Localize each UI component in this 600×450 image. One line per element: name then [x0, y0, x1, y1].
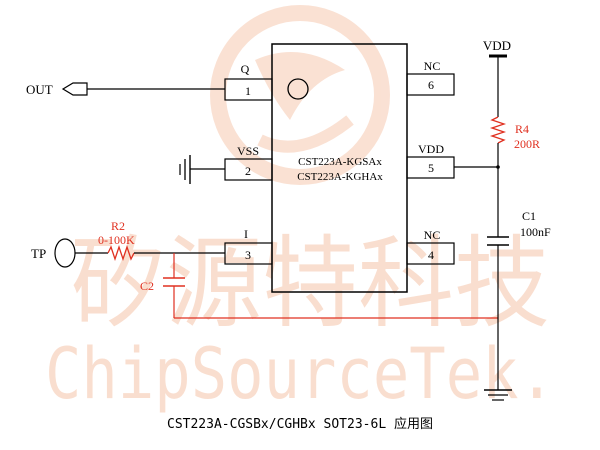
- pin-2-number: 2: [245, 164, 251, 178]
- pin-3-number: 3: [245, 248, 251, 262]
- pin-1-number: 1: [245, 84, 251, 98]
- diagram-caption: CST223A-CGSBx/CGHBx SOT23-6L 应用图: [167, 416, 433, 432]
- pin1-indicator: [287, 78, 309, 100]
- r4-resistor-icon: [489, 116, 507, 144]
- pin-3-name: I: [244, 227, 248, 241]
- pin-5: VDD 5: [406, 142, 455, 179]
- r2-value: 0-100K: [98, 233, 135, 247]
- vdd-junction-dot: [496, 165, 500, 169]
- pin-6-name: NC: [424, 59, 441, 73]
- pin-4: NC 4: [406, 228, 455, 265]
- c1-ref: C1: [522, 209, 536, 223]
- out-label: OUT: [26, 82, 53, 97]
- pin-4-number: 4: [428, 248, 434, 262]
- vdd-label: VDD: [483, 38, 511, 53]
- watermark-chinese: 矽源特科技: [70, 225, 550, 342]
- c1-capacitor: C1 100nF: [487, 209, 551, 390]
- vdd-rail: VDD R4 200R: [454, 38, 540, 237]
- c1-value: 100nF: [520, 225, 551, 239]
- vss-ground: [179, 155, 225, 184]
- out-connection: OUT: [26, 82, 225, 97]
- pin-4-name: NC: [424, 228, 441, 242]
- pin-6: NC 6: [406, 59, 455, 96]
- watermark-latin: ChipSourceTek.: [45, 333, 555, 415]
- c2-ref: C2: [140, 279, 154, 293]
- r4-ref: R4: [515, 122, 529, 136]
- watermark-logo: [210, 5, 390, 185]
- r2-resistor-icon: [107, 244, 135, 262]
- pin-5-number: 5: [428, 161, 434, 175]
- pin-5-name: VDD: [418, 142, 444, 156]
- out-arrow-icon: [61, 82, 88, 96]
- bottom-ground-icon: [484, 389, 512, 401]
- tp-input: TP R2 0-100K: [31, 219, 225, 268]
- r4-value: 200R: [514, 137, 540, 151]
- c2-capacitor: C2: [140, 253, 498, 319]
- pin-1-name: Q: [241, 62, 250, 76]
- pin-6-number: 6: [428, 78, 434, 92]
- r2-ref: R2: [111, 219, 125, 233]
- chip-part-line1: CST223A-KGSAx: [298, 156, 382, 168]
- tp-label: TP: [31, 246, 46, 261]
- pin-2-name: VSS: [237, 144, 259, 158]
- chip-part-line2: CST223A-KGHAx: [297, 171, 383, 183]
